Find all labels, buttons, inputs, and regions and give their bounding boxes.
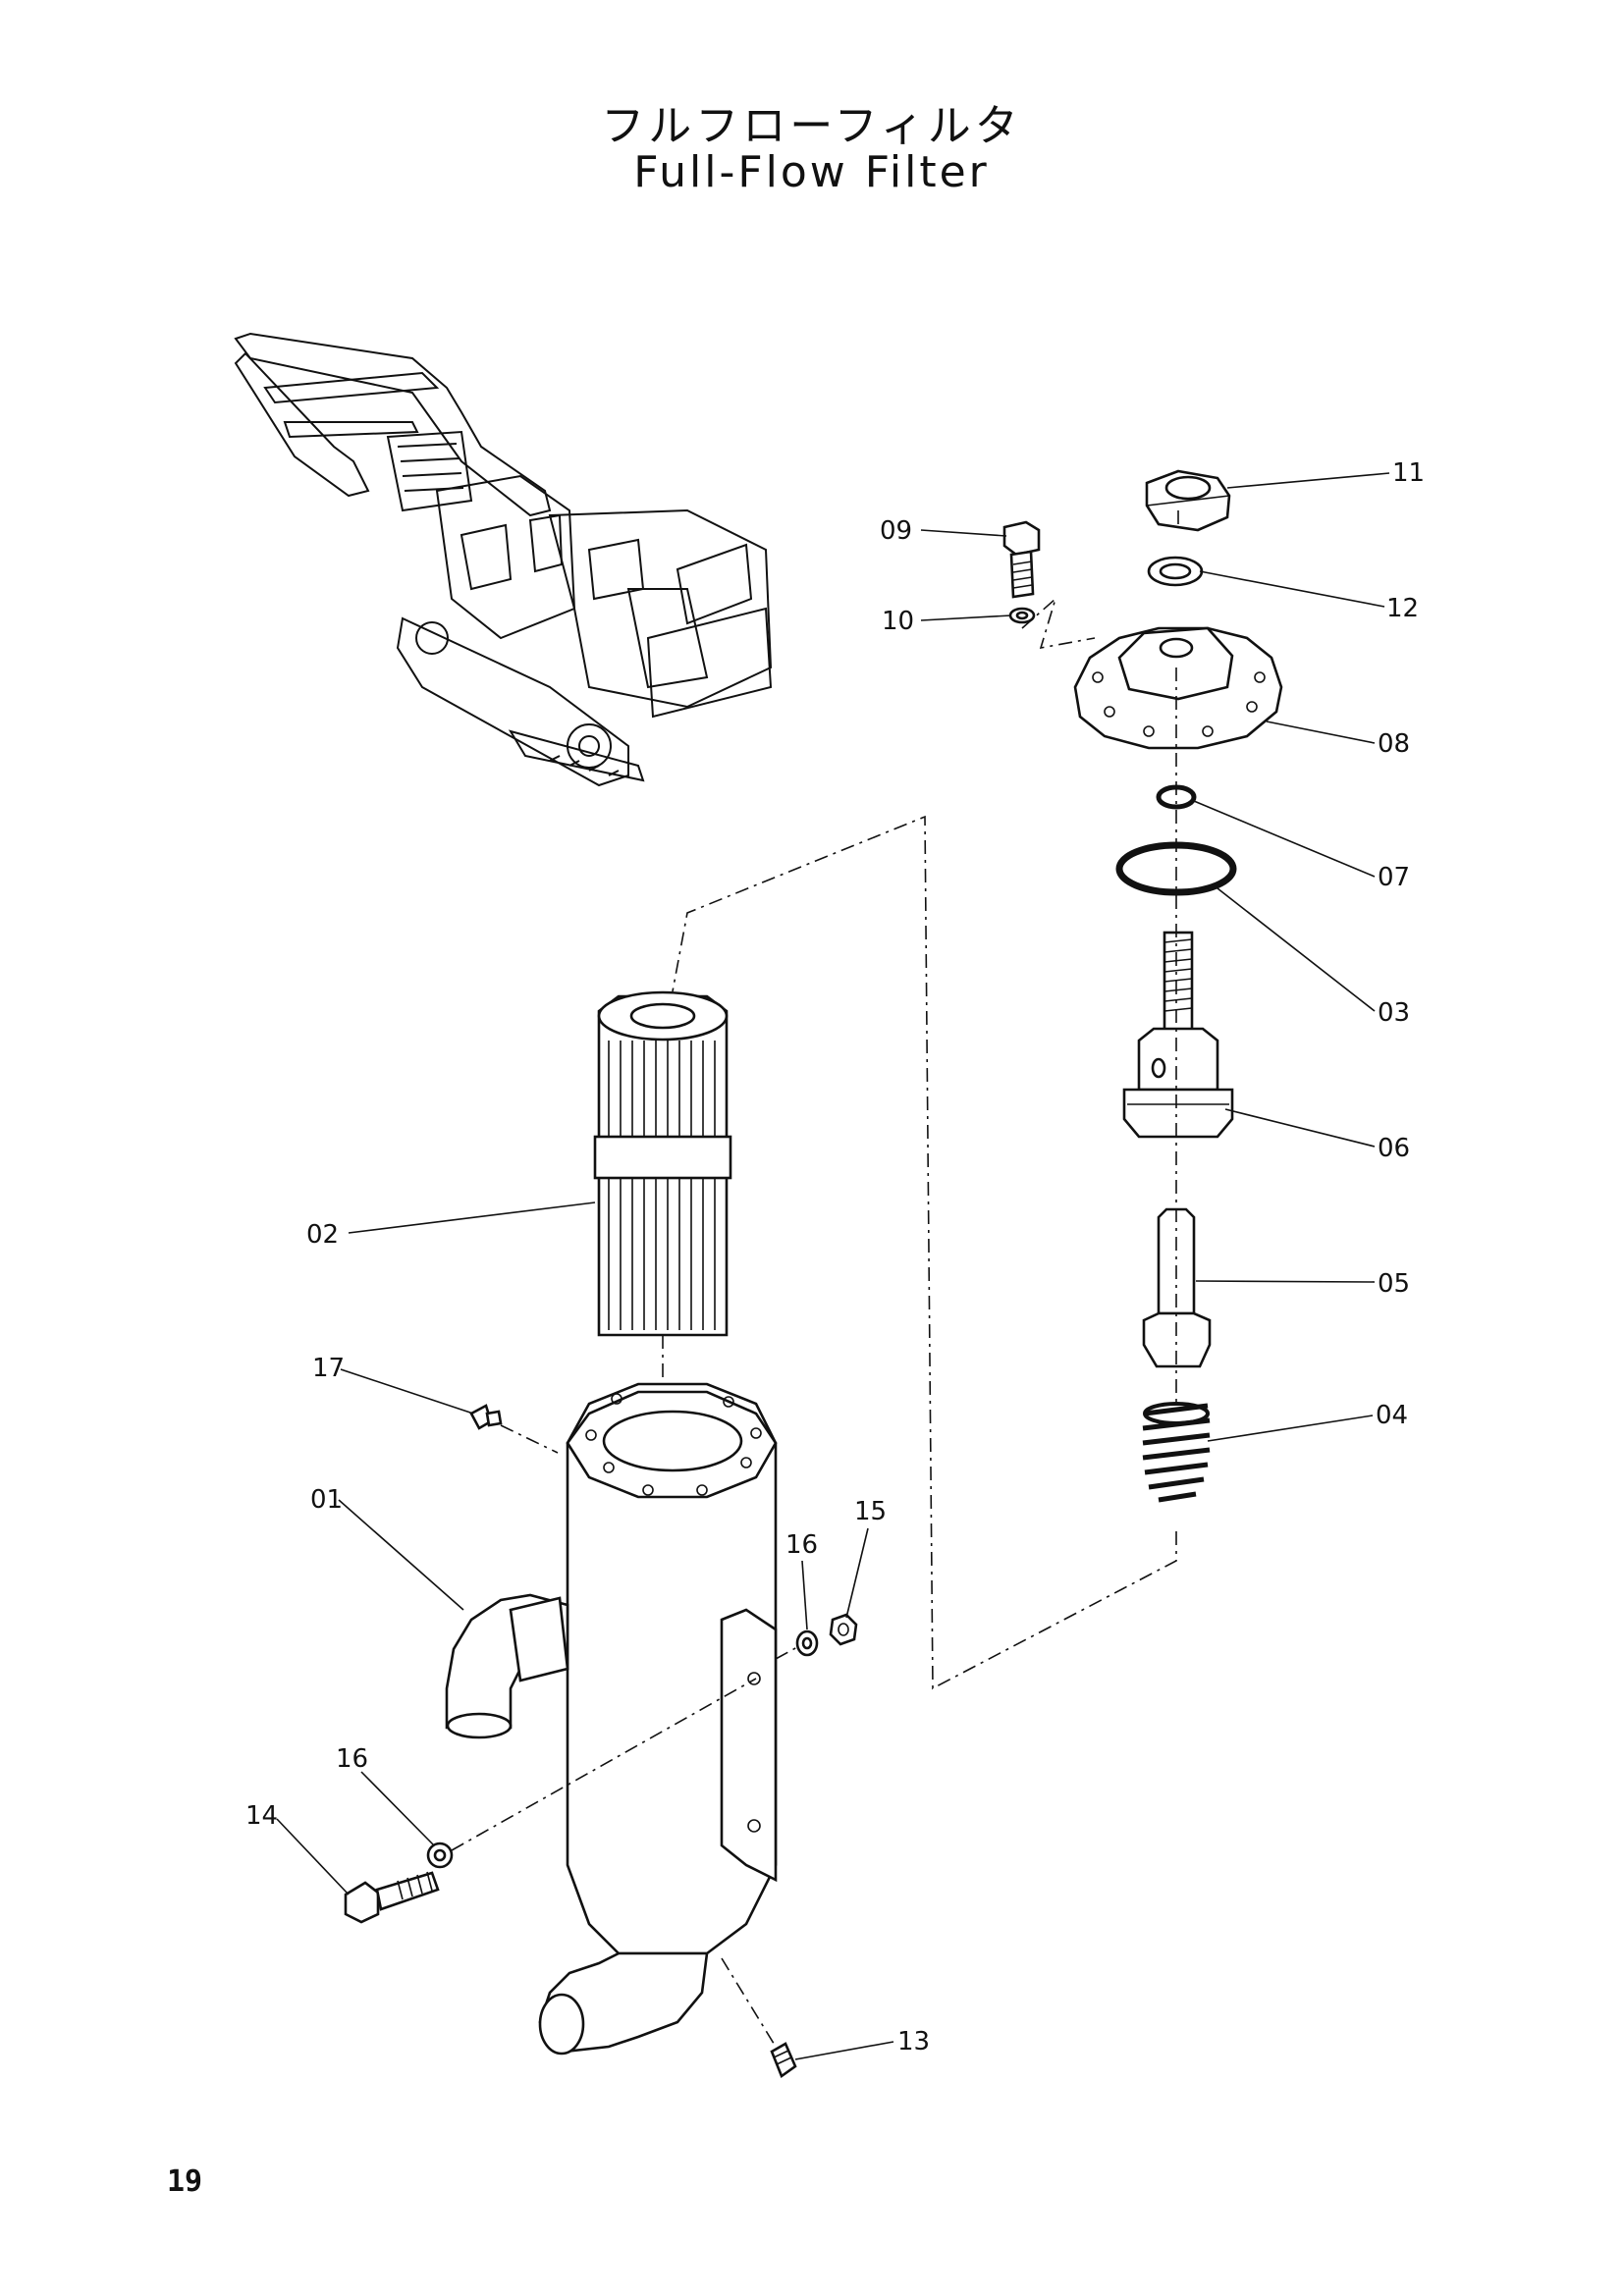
title-english: Full-Flow Filter [633,147,990,197]
callout-09: 09 [880,516,912,546]
assembly-route-spring-to-filter [672,815,1177,1690]
part-02-filter-element [593,990,732,1337]
page-number: 19 [167,2164,203,2199]
part-16-washer-left [426,1842,454,1869]
callout-03: 03 [1378,998,1410,1028]
part-11-nut [1145,469,1231,532]
callout-15: 15 [854,1497,887,1526]
callout-13: 13 [897,2027,930,2056]
part-14-bolt [344,1871,440,1924]
callout-17: 17 [312,1354,345,1383]
part-15-nut [829,1613,858,1646]
assembly-line-bolt [1021,596,1096,650]
part-12-spring-washer [1147,556,1204,587]
callout-06: 06 [1378,1134,1410,1163]
callout-14: 14 [245,1801,278,1831]
callout-07: 07 [1378,863,1410,892]
callout-10: 10 [882,607,914,636]
callout-11: 11 [1392,458,1425,488]
callout-04: 04 [1376,1401,1408,1430]
part-04-spring [1142,1402,1211,1503]
part-16-washer-right [795,1629,819,1657]
callout-05: 05 [1378,1269,1410,1299]
part-01-housing [445,1382,778,2056]
part-09-bolt [1002,520,1041,599]
part-05-plunger [1142,1207,1212,1368]
leader-lines [276,472,1390,2060]
part-06-valve-body [1122,931,1234,1139]
part-13-drain-plug [770,2042,797,2079]
excavator-illustration [234,332,773,787]
callout-12: 12 [1386,594,1419,623]
part-08-cover [1073,626,1283,750]
part-17-plug [469,1404,503,1430]
callout-16-right: 16 [785,1530,818,1560]
callout-08: 08 [1378,729,1410,759]
callout-02: 02 [306,1220,339,1250]
callout-16-left: 16 [336,1744,368,1774]
callout-01: 01 [310,1485,343,1515]
title-japanese: フルフローフィルタ [601,101,1022,151]
